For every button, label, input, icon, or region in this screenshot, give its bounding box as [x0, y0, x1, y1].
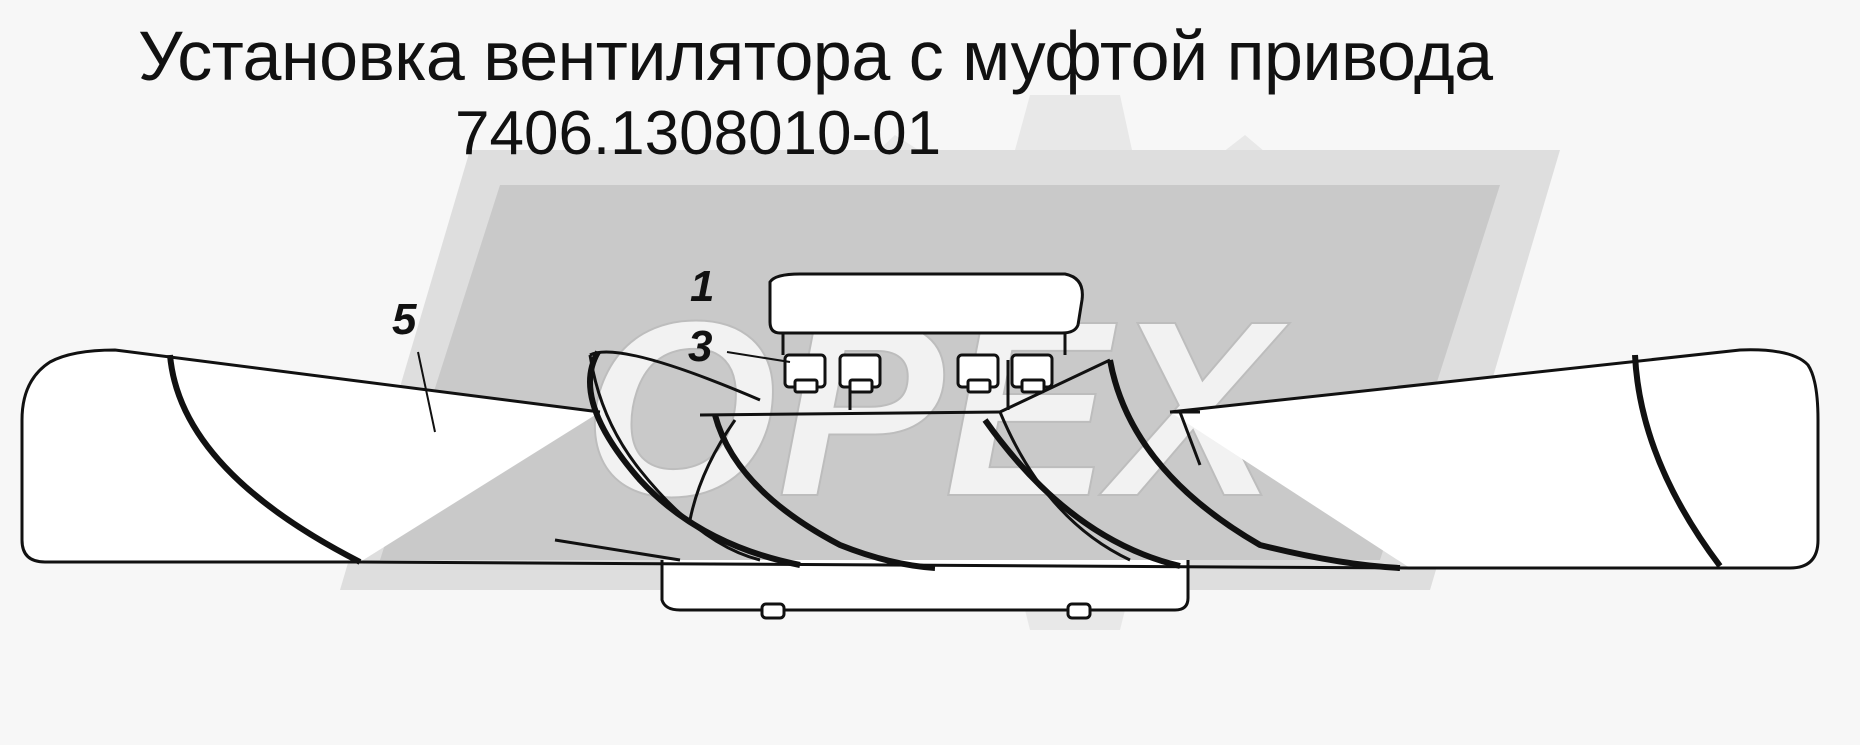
fan-blades — [20, 348, 1820, 571]
callout-3: 3 — [688, 322, 713, 371]
watermark-badge: OPEX — [340, 150, 1560, 590]
leader-lines — [417, 351, 791, 433]
bolt-group — [783, 353, 1054, 394]
page-title: Установка вентилятора с муфтой привода — [138, 17, 1493, 95]
callout-5: 5 — [392, 295, 417, 344]
callout-1: 1 — [690, 262, 715, 311]
part-number: 7406.1308010-01 — [455, 99, 942, 168]
hub-base — [660, 560, 1190, 620]
